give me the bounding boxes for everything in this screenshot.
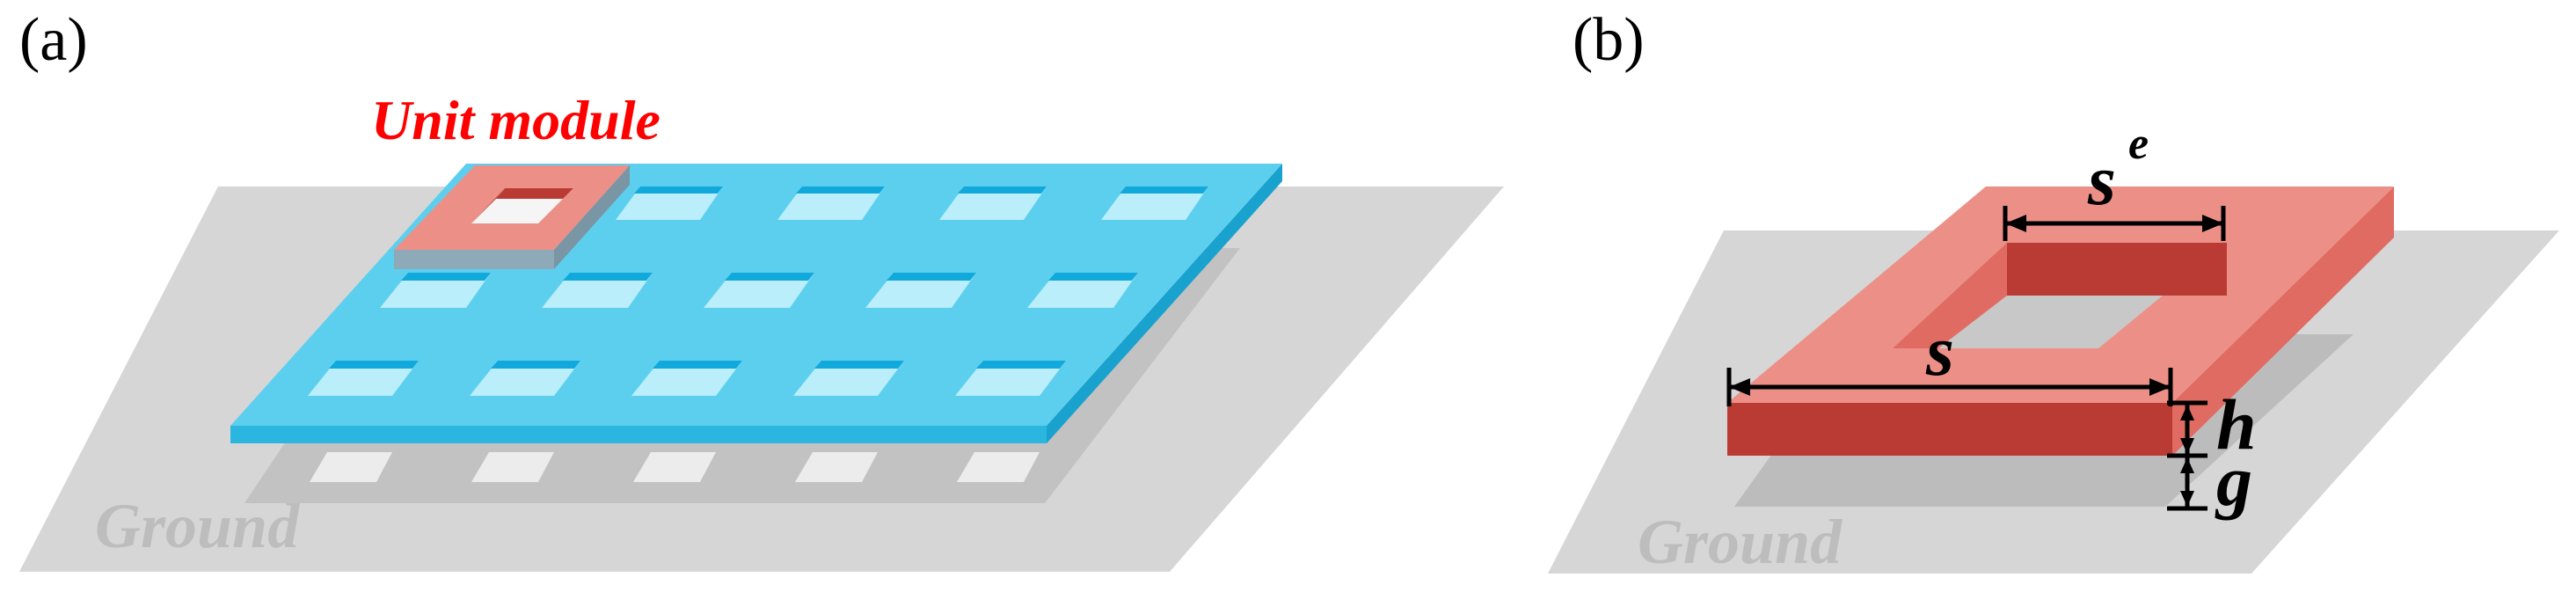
hole	[542, 273, 653, 308]
dim-inner-superscript: e	[2128, 119, 2149, 169]
hole	[777, 186, 885, 220]
panel-a: (a)	[19, 6, 1504, 572]
hole	[939, 186, 1047, 220]
hole	[616, 186, 723, 220]
dim-thickness-label: h	[2216, 384, 2257, 464]
dim-inner-label: s	[2087, 140, 2116, 220]
hole	[470, 361, 580, 396]
dim-thickness-gap	[2167, 400, 2207, 511]
module-side-b	[2172, 186, 2394, 456]
panel-a-label: (a)	[19, 6, 88, 74]
panel-b: (b) s e s	[1548, 6, 2559, 577]
ground-label-a: Ground	[95, 491, 300, 561]
hole	[955, 361, 1066, 396]
dim-inner-side	[2003, 206, 2226, 241]
shadow-holes-a	[310, 452, 1040, 482]
dim-gap-label: g	[2215, 441, 2252, 521]
hole	[793, 361, 904, 396]
module-front-b	[1727, 403, 2172, 456]
hole	[308, 361, 419, 396]
panel-b-label: (b)	[1573, 6, 1645, 74]
hole	[631, 361, 742, 396]
sheet-front-edge-a	[230, 426, 1047, 443]
hole	[1027, 273, 1138, 308]
hole	[380, 273, 491, 308]
hole	[704, 273, 814, 308]
sheet-right-edge-a	[1047, 164, 1282, 443]
unit-module-a	[394, 165, 630, 269]
dim-outer-side	[1726, 368, 2173, 406]
hole	[1101, 186, 1208, 220]
ground-label-b: Ground	[1638, 507, 1843, 577]
dim-outer-label: s	[1925, 311, 1954, 391]
hole	[865, 273, 976, 308]
unit-module-callout: Unit module	[371, 89, 660, 151]
sheet-holes-a	[308, 186, 1208, 396]
